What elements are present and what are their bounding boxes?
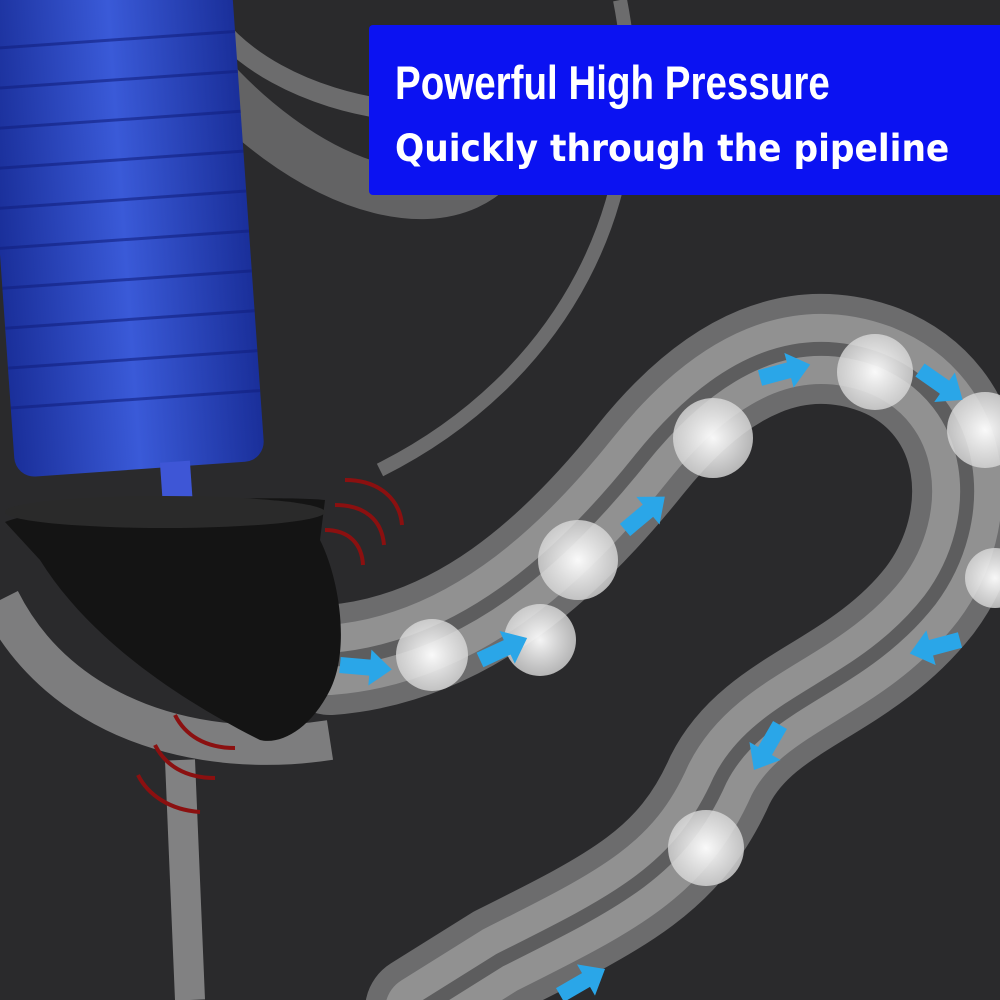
pressure-wave-icon bbox=[136, 478, 404, 814]
plunger-cylinder bbox=[0, 0, 264, 508]
flow-arrow-icon bbox=[476, 631, 528, 668]
bubble bbox=[504, 604, 576, 676]
subline-text: Quickly through the pipeline bbox=[395, 127, 950, 170]
bubble bbox=[668, 810, 744, 886]
headline-text: Powerful High Pressure bbox=[395, 56, 830, 109]
flow-arrow-icon bbox=[556, 964, 606, 1000]
bubble bbox=[965, 548, 1000, 608]
bubble bbox=[396, 619, 468, 691]
headline-banner: Powerful High Pressure Quickly through t… bbox=[369, 25, 1000, 195]
flow-arrow-icon bbox=[915, 363, 963, 402]
bubble bbox=[538, 520, 618, 600]
flow-arrow-icon bbox=[909, 630, 963, 666]
flow-arrow-icon bbox=[757, 352, 811, 388]
bubble bbox=[837, 334, 913, 410]
rubber-nozzle bbox=[5, 496, 341, 741]
flow-arrow-icon bbox=[749, 721, 787, 771]
flow-arrow-icon bbox=[619, 496, 665, 537]
bubble bbox=[673, 398, 753, 478]
bubble bbox=[947, 392, 1000, 468]
flow-arrow-icon bbox=[339, 649, 392, 686]
